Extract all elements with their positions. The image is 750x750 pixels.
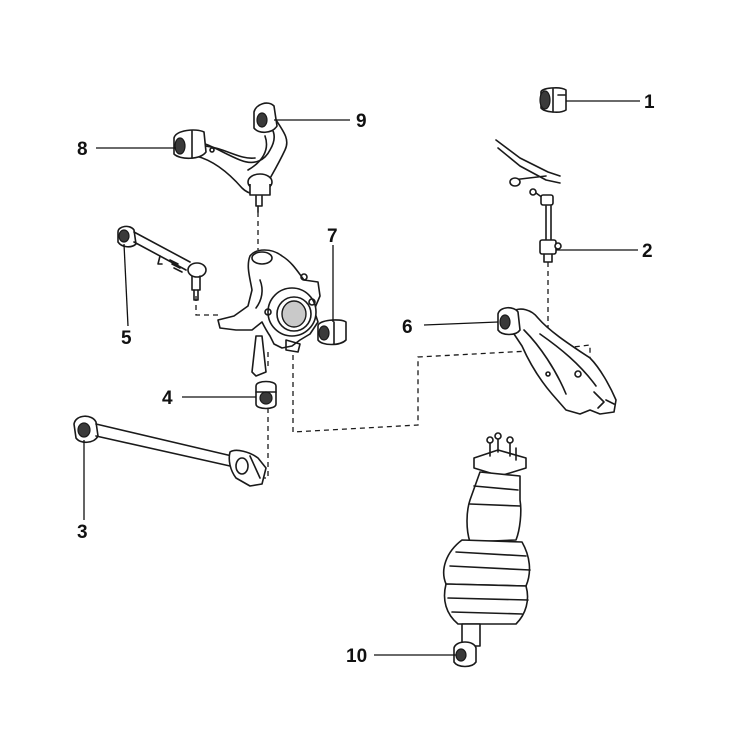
part-8-9-upper-control-arm <box>173 102 288 213</box>
part-4-lower-bushing <box>255 380 277 410</box>
callout-numbers: 1 2 3 4 5 6 7 8 9 10 <box>77 92 655 667</box>
callout-10: 10 <box>346 646 367 667</box>
callout-6: 6 <box>402 317 413 338</box>
callout-7: 7 <box>327 226 338 247</box>
part-2-stabilizer-link <box>495 139 562 263</box>
callout-2: 2 <box>642 241 653 262</box>
callout-8: 8 <box>77 139 88 160</box>
callout-4: 4 <box>162 388 173 409</box>
callout-leaders <box>83 100 640 656</box>
part-6-rear-control-arm <box>497 306 617 415</box>
part-5-toe-control-link <box>117 225 207 301</box>
callout-3: 3 <box>77 522 88 543</box>
callout-5: 5 <box>121 328 132 349</box>
part-3-lower-arm <box>73 415 267 487</box>
part-1-stabilizer-bushing <box>539 87 567 113</box>
part-10-air-shock-absorber <box>442 432 531 668</box>
part-7-knuckle-bushing <box>317 319 347 346</box>
callout-9: 9 <box>356 111 367 132</box>
callout-1: 1 <box>644 92 655 113</box>
axle-carrier-knuckle <box>217 249 321 377</box>
